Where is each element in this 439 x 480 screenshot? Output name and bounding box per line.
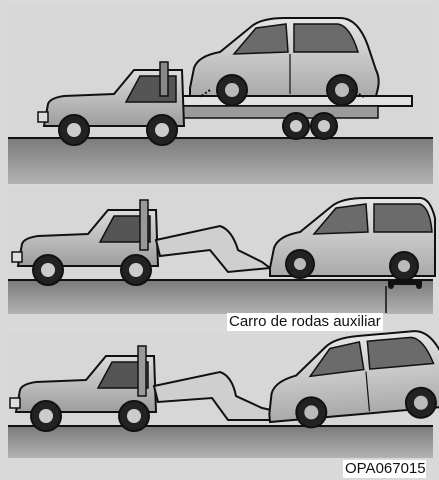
road-surface: [8, 280, 433, 314]
road-surface: [8, 426, 433, 458]
flatbed-deck: [149, 95, 413, 107]
wheel-dolly: [388, 280, 422, 285]
wheel-lift: [152, 370, 292, 421]
wheel-lift: [154, 224, 273, 274]
wheel-lift-scene: [8, 326, 439, 458]
figure-code: OPA067015: [343, 460, 426, 478]
dolly-label: Carro de rodas auxiliar: [227, 313, 383, 331]
flatbed-scene: [8, 6, 433, 184]
dolly-scene: [8, 186, 436, 314]
road-surface: [8, 138, 433, 184]
